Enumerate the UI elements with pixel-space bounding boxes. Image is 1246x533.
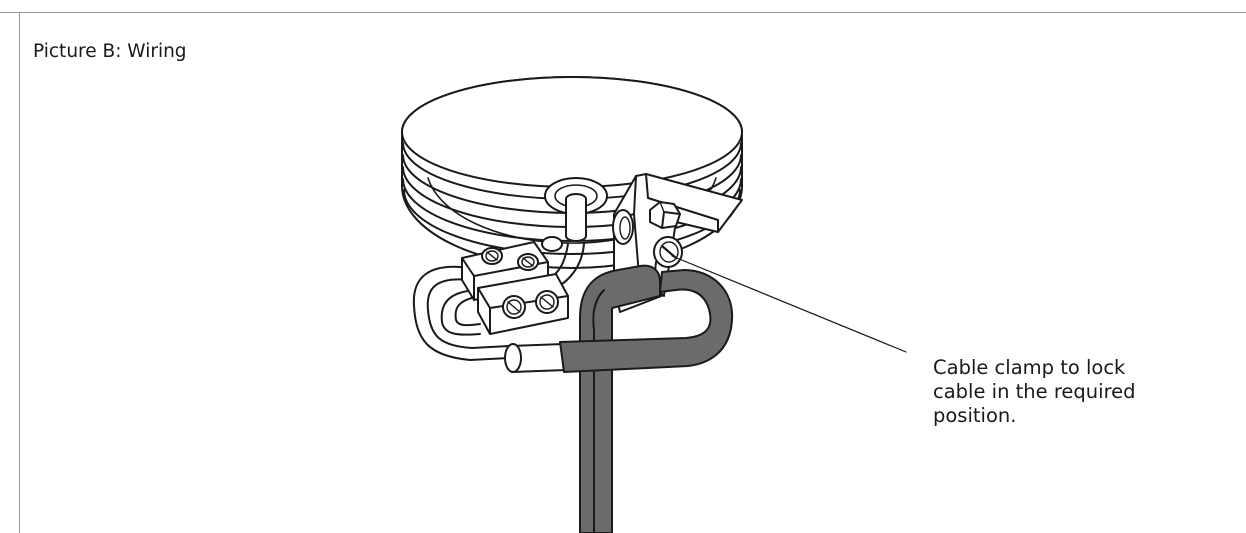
- frame-top-border: [0, 12, 1246, 13]
- lower-terminal-block: [477, 273, 569, 335]
- figure-title: Picture B: Wiring: [33, 41, 187, 62]
- main-cable: [504, 264, 734, 533]
- frame-left-border: [19, 12, 20, 533]
- callout-leader-line: [671, 255, 907, 353]
- insulated-wires: [412, 265, 511, 361]
- cable-clamp-callout: Cable clamp to lock cable in the require…: [933, 356, 1136, 427]
- cable-clamp-screw: [653, 236, 683, 297]
